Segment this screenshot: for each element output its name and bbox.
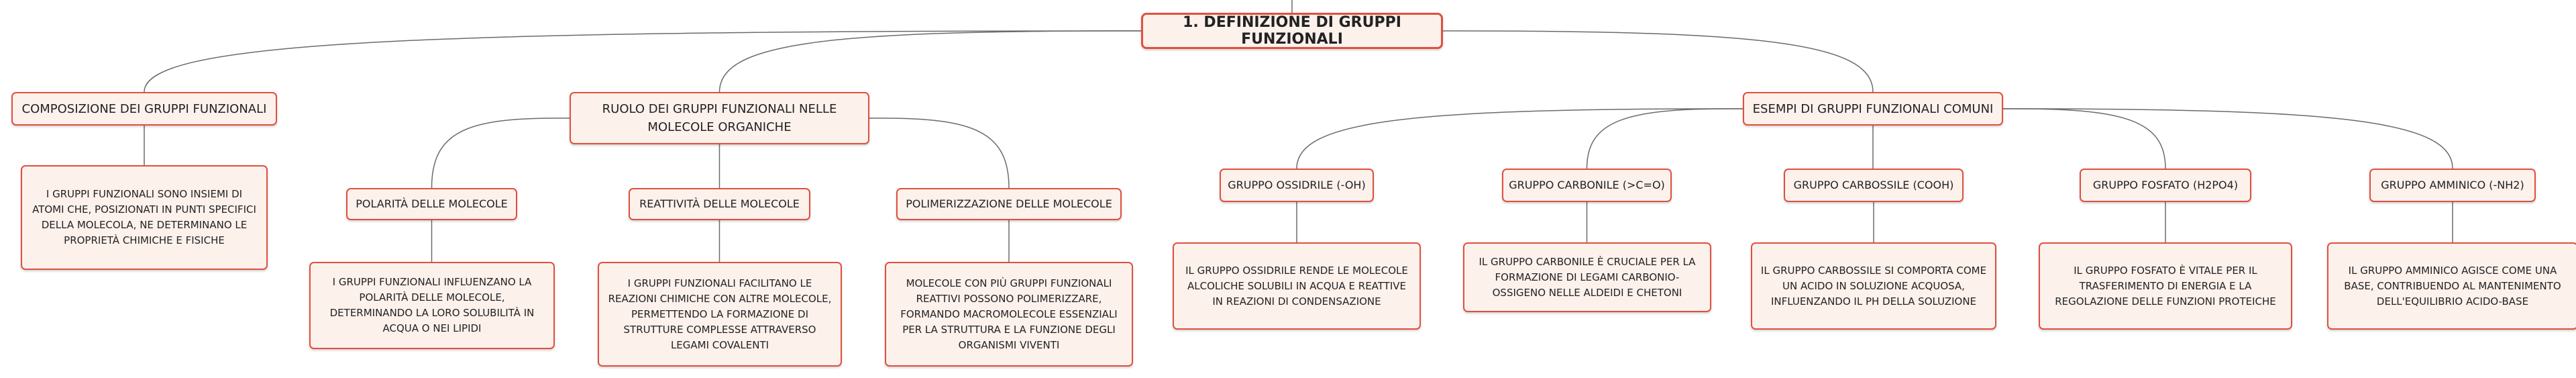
desc-carbonile-text: IL GRUPPO CARBONILE È CRUCIALE PER LA FO… (1479, 255, 1696, 299)
topic-carbossile[interactable]: GRUPPO CARBOSSILE (COOH) (1784, 169, 1964, 202)
desc-polarita-text: I GRUPPI FUNZIONALI INFLUENZANO LA POLAR… (329, 276, 535, 334)
topic-ossidrile-label: GRUPPO OSSIDRILE (-OH) (1228, 179, 1366, 191)
topic-polarita[interactable]: POLARITÀ DELLE MOLECOLE (346, 188, 517, 220)
topic-reattivita-label: REATTIVITÀ DELLE MOLECOLE (639, 197, 800, 210)
desc-carbossile[interactable]: IL GRUPPO CARBOSSILE SI COMPORTA COME UN… (1751, 242, 1996, 330)
connector-root-esempi (1443, 30, 1874, 93)
connector-esempi-ossidrile (1296, 108, 1743, 169)
topic-polimerizzazione-label: POLIMERIZZAZIONE DELLE MOLECOLE (906, 197, 1112, 210)
connector-esempi-amminico (2003, 108, 2453, 169)
topic-amminico-label: GRUPPO AMMINICO (-NH2) (2381, 179, 2524, 191)
desc-fosfato-text: IL GRUPPO FOSFATO È VITALE PER IL TRASFE… (2055, 264, 2276, 308)
desc-fosfato[interactable]: IL GRUPPO FOSFATO È VITALE PER IL TRASFE… (2039, 242, 2292, 330)
connector-esempi-fosfato (2003, 108, 2166, 169)
topic-reattivita[interactable]: REATTIVITÀ DELLE MOLECOLE (629, 188, 810, 220)
connector-ruolo-polimerizzazione (869, 117, 1010, 189)
desc-amminico-text: IL GRUPPO AMMINICO AGISCE COME UNA BASE,… (2344, 264, 2561, 308)
desc-polimerizzazione[interactable]: MOLECOLE CON PIÙ GRUPPI FUNZIONALI REATT… (885, 262, 1133, 367)
root-topic[interactable]: 1. DEFINIZIONE DI GRUPPI FUNZIONALI (1141, 13, 1443, 49)
topic-esempi[interactable]: ESEMPI DI GRUPPI FUNZIONALI COMUNI (1743, 92, 2003, 126)
connector-root-composizione (144, 30, 1141, 93)
topic-composizione-label: COMPOSIZIONE DEI GRUPPI FUNZIONALI (21, 101, 267, 116)
topic-ruolo[interactable]: RUOLO DEI GRUPPI FUNZIONALI NELLE MOLECO… (570, 92, 869, 144)
topic-fosfato[interactable]: GRUPPO FOSFATO (H2PO4) (2080, 169, 2251, 202)
topic-esempi-label: ESEMPI DI GRUPPI FUNZIONALI COMUNI (1752, 101, 1994, 116)
topic-ruolo-label: RUOLO DEI GRUPPI FUNZIONALI NELLE MOLECO… (602, 102, 837, 134)
desc-polimerizzazione-text: MOLECOLE CON PIÙ GRUPPI FUNZIONALI REATT… (900, 277, 1118, 351)
desc-reattivita[interactable]: I GRUPPI FUNZIONALI FACILITANO LE REAZIO… (598, 262, 842, 367)
topic-polarita-label: POLARITÀ DELLE MOLECOLE (356, 197, 508, 210)
topic-fosfato-label: GRUPPO FOSFATO (H2PO4) (2092, 179, 2239, 191)
connector-esempi-carbonile (1586, 108, 1743, 169)
desc-carbonile[interactable]: IL GRUPPO CARBONILE È CRUCIALE PER LA FO… (1463, 242, 1711, 312)
desc-ossidrile[interactable]: IL GRUPPO OSSIDRILE RENDE LE MOLECOLE AL… (1173, 242, 1421, 330)
topic-carbonile-label: GRUPPO CARBONILE (>C=O) (1509, 179, 1665, 191)
desc-composizione-text: I GRUPPI FUNZIONALI SONO INSIEMI DI ATOM… (32, 188, 256, 246)
desc-reattivita-text: I GRUPPI FUNZIONALI FACILITANO LE REAZIO… (608, 277, 832, 351)
topic-carbossile-label: GRUPPO CARBOSSILE (COOH) (1793, 179, 1954, 191)
desc-polarita[interactable]: I GRUPPI FUNZIONALI INFLUENZANO LA POLAR… (309, 262, 555, 349)
desc-carbossile-text: IL GRUPPO CARBOSSILE SI COMPORTA COME UN… (1760, 264, 1987, 308)
desc-amminico[interactable]: IL GRUPPO AMMINICO AGISCE COME UNA BASE,… (2327, 242, 2576, 330)
desc-composizione[interactable]: I GRUPPI FUNZIONALI SONO INSIEMI DI ATOM… (21, 165, 268, 270)
topic-amminico[interactable]: GRUPPO AMMINICO (-NH2) (2369, 169, 2536, 202)
topic-carbonile[interactable]: GRUPPO CARBONILE (>C=O) (1502, 169, 1672, 202)
topic-composizione[interactable]: COMPOSIZIONE DEI GRUPPI FUNZIONALI (11, 92, 277, 126)
connector-root-ruolo (718, 30, 1141, 93)
desc-ossidrile-text: IL GRUPPO OSSIDRILE RENDE LE MOLECOLE AL… (1185, 264, 1408, 308)
topic-ossidrile[interactable]: GRUPPO OSSIDRILE (-OH) (1220, 169, 1374, 202)
root-topic-label: 1. DEFINIZIONE DI GRUPPI FUNZIONALI (1183, 14, 1401, 48)
connector-ruolo-polarita (431, 117, 570, 189)
topic-polimerizzazione[interactable]: POLIMERIZZAZIONE DELLE MOLECOLE (896, 188, 1122, 220)
